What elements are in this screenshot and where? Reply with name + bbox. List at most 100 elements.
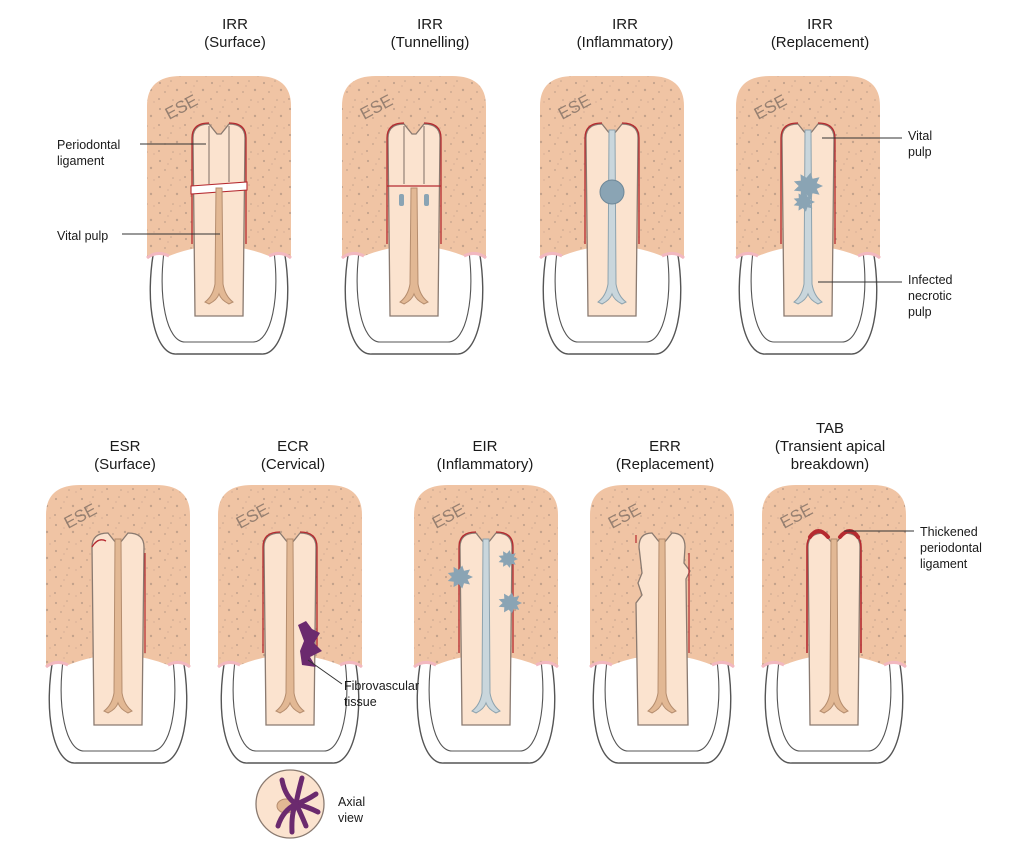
panel-title-sub: (Cervical) xyxy=(260,456,326,473)
crown-inner-outline xyxy=(776,652,892,752)
panel-title-sub: (Inflammatory) xyxy=(576,34,674,51)
resorption-lesion xyxy=(498,592,522,614)
pulp-canal xyxy=(819,538,849,714)
inflammatory-lesion xyxy=(599,179,625,205)
gingival-edge xyxy=(735,251,881,260)
pulp-canal xyxy=(275,538,305,714)
panel-title-main: IRR xyxy=(612,16,638,33)
gingival-edge xyxy=(217,660,363,669)
label-line: ligament xyxy=(920,557,968,571)
panel-title-sub: (Inflammatory) xyxy=(436,456,534,473)
tooth-diagram-irr-tunnelling: ESE xyxy=(341,76,487,355)
gingival-edge xyxy=(45,660,191,669)
tunnel-lesion xyxy=(399,194,404,206)
leader-lines xyxy=(122,137,914,685)
resorption-lesion xyxy=(793,192,815,212)
label-periodontal-ligament: Periodontal ligament xyxy=(57,137,120,169)
label-vital-pulp: Vital pulp xyxy=(57,228,108,244)
crown-inner-outline xyxy=(428,652,544,752)
tooth-diagram-esr-surface: ESE xyxy=(45,485,191,764)
panel-title: TAB (Transient apical breakdown) xyxy=(745,420,915,474)
tooth-diagram-tab: ESE xyxy=(761,485,907,764)
label-line: Vital xyxy=(908,129,933,143)
panel-title: IRR (Inflammatory) xyxy=(540,16,710,52)
label-line: pulp xyxy=(908,145,932,159)
panel-title-main: TAB xyxy=(815,420,845,437)
periodontal-ligament xyxy=(262,531,318,653)
panel-title-main: IRR xyxy=(807,16,833,33)
label-thickened-pdl: Thickened periodontal ligament xyxy=(920,524,982,572)
panel-title-sub: (Surface) xyxy=(94,456,156,473)
panel-title-main: ECR xyxy=(277,438,309,455)
panel-title-sub: (Tunnelling) xyxy=(390,34,470,51)
gingival-edge xyxy=(413,660,559,669)
label-line: Periodontal xyxy=(57,138,121,152)
label-line: ligament xyxy=(57,154,105,168)
label-vital-pulp-right: Vital pulp xyxy=(908,128,932,160)
panel-title: IRR (Tunnelling) xyxy=(345,16,515,52)
tooth-diagram-irr-surface: ESE xyxy=(146,76,292,355)
panel-title-main: IRR xyxy=(417,16,443,33)
crown-inner-outline xyxy=(554,243,670,343)
label-axial-view: Axial view xyxy=(338,794,365,826)
panel-title-sub: (Transient apical xyxy=(774,438,886,455)
periodontal-ligament xyxy=(458,531,514,653)
label-line: periodontal xyxy=(920,541,982,555)
crown-inner-outline xyxy=(60,652,176,752)
panel-title: ECR (Cervical) xyxy=(208,438,378,474)
fibrovascular-tissue xyxy=(298,621,322,667)
panel-title-sub: (Surface) xyxy=(204,34,266,51)
periodontal-ligament xyxy=(386,122,442,244)
resorption-lesion xyxy=(793,172,823,200)
label-infected-necrotic-pulp: Infected necrotic pulp xyxy=(908,272,952,320)
panel-title-sub: (Replacement) xyxy=(770,34,870,51)
pulp-canal xyxy=(399,187,429,305)
axial-lesion-arm xyxy=(275,801,299,829)
apical-split xyxy=(403,126,425,184)
label-line: Infected xyxy=(908,273,953,287)
label-line: Fibrovascular xyxy=(344,679,420,693)
label-line: Thickened xyxy=(920,525,978,539)
infected-pulp-canal xyxy=(597,129,627,305)
tooth-diagram-eir-inflammatory: ESE xyxy=(413,485,559,764)
pulp-canal xyxy=(647,538,677,714)
panel-title-sub: (Replacement) xyxy=(615,456,715,473)
resorption-lesion xyxy=(498,550,518,568)
resorption-lesion xyxy=(447,565,473,589)
gingival-edge xyxy=(146,251,292,260)
crown-inner-outline xyxy=(750,243,866,343)
gingival-edge xyxy=(341,251,487,260)
gingival-edge xyxy=(589,660,735,669)
gingival-edge xyxy=(539,251,685,260)
label-line: necrotic xyxy=(908,289,952,303)
infected-pulp-canal xyxy=(793,129,823,305)
tooth-diagram-ecr-cervical: ESE xyxy=(217,485,363,764)
crown-inner-outline xyxy=(356,243,472,343)
gingival-edge xyxy=(761,660,907,669)
panel-title-main: ERR xyxy=(649,438,681,455)
tooth-diagram-err-replacement: ESE xyxy=(589,485,735,764)
label-line: Axial xyxy=(338,795,366,809)
crown-inner-outline xyxy=(161,243,277,343)
label-line: view xyxy=(338,811,364,825)
panel-title-main: EIR xyxy=(472,438,498,455)
crown-inner-outline xyxy=(604,652,720,752)
panel-title: IRR (Surface) xyxy=(150,16,320,52)
periodontal-ligament xyxy=(584,122,640,244)
leader-fibrovascular xyxy=(307,659,343,685)
label-line: tissue xyxy=(344,695,377,709)
panel-title: EIR (Inflammatory) xyxy=(400,438,570,474)
infected-pulp-canal xyxy=(471,538,501,714)
pulp-canal xyxy=(103,538,133,714)
periodontal-ligament xyxy=(191,122,247,244)
surface-lesion xyxy=(91,539,107,548)
tooth-diagram-irr-replacement: ESE xyxy=(735,76,881,355)
label-fibrovascular-tissue: Fibrovascular tissue xyxy=(344,678,419,710)
panel-title: IRR (Replacement) xyxy=(735,16,905,52)
label-line: pulp xyxy=(908,305,932,319)
apical-split xyxy=(208,126,230,184)
panel-title: ESR (Surface) xyxy=(40,438,210,474)
label-line: Vital pulp xyxy=(57,229,109,243)
